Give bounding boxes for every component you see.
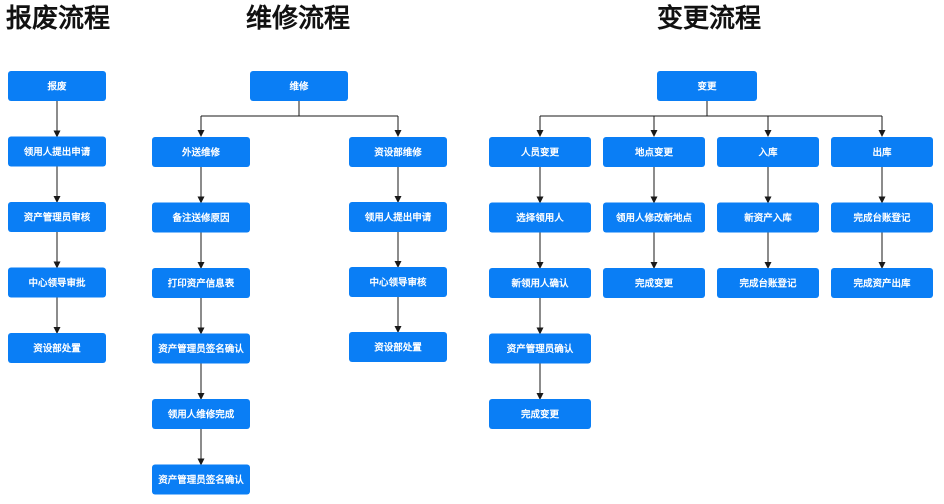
- change-person-step-1-label: 选择领用人: [516, 212, 564, 224]
- change-person-step-2: 新领用人确认: [489, 268, 591, 298]
- repair-outsource-step-2-label: 打印资产信息表: [168, 278, 235, 290]
- change-location-step-0: 地点变更: [603, 137, 705, 167]
- change-outbound-step-0-label: 出库: [872, 147, 892, 159]
- repair-root-label: 维修: [289, 81, 309, 93]
- change-root-label: 变更: [697, 81, 717, 93]
- repair-outsource-step-2: 打印资产信息表: [152, 268, 250, 298]
- repair-outsource-step-4: 领用人维修完成: [152, 399, 250, 429]
- repair-outsource-step-0: 外送维修: [152, 137, 250, 167]
- change-location-step-0-label: 地点变更: [635, 147, 674, 159]
- repair-outsource-step-3: 资产管理员签名确认: [152, 333, 250, 364]
- change-inbound-step-2: 完成台账登记: [717, 268, 819, 298]
- scrap-step-1: 领用人提出申请: [8, 136, 106, 167]
- connectors: [53, 101, 886, 466]
- change-person-step-3-box: [489, 333, 591, 364]
- change-outbound-step-1: 完成台账登记: [831, 202, 933, 233]
- scrap-step-1-label: 领用人提出申请: [24, 146, 91, 158]
- repair-outsource-step-2-box: [152, 268, 250, 298]
- change-person-step-3-label: 资产管理员确认: [507, 343, 574, 355]
- change-outbound-step-1-box: [831, 202, 933, 233]
- scrap-step-4-label: 资设部处置: [33, 343, 81, 355]
- change-person-step-4-label: 完成变更: [521, 409, 560, 421]
- scrap-step-0: 报废: [8, 71, 106, 101]
- change-person-step-1: 选择领用人: [489, 202, 591, 233]
- repair-root: 维修: [250, 71, 348, 101]
- change-location-step-2-label: 完成变更: [635, 278, 674, 290]
- repair-internal-step-1-label: 领用人提出申请: [365, 212, 432, 224]
- nodes: 报废领用人提出申请资产管理员审核中心领导审批资设部处置维修外送维修备注送修原因打…: [8, 71, 933, 495]
- repair-internal-step-1-box: [349, 202, 447, 232]
- repair-outsource-step-0-box: [152, 137, 250, 167]
- repair-outsource-step-4-label: 领用人维修完成: [168, 409, 235, 421]
- change-outbound-step-0-box: [831, 137, 933, 167]
- scrap-step-0-label: 报废: [47, 81, 67, 93]
- scrap-step-0-box: [8, 71, 106, 101]
- change-root: 变更: [657, 71, 757, 101]
- scrap-step-3-box: [8, 267, 106, 298]
- scrap-step-1-box: [8, 136, 106, 167]
- repair-outsource-step-1-label: 备注送修原因: [171, 212, 229, 224]
- repair-outsource-step-1-box: [152, 202, 250, 233]
- change-location-step-1-label: 领用人修改新地点: [616, 212, 693, 224]
- scrap-step-2-box: [8, 202, 106, 232]
- change-inbound-step-2-label: 完成台账登记: [739, 278, 797, 290]
- change-location-step-1-box: [603, 202, 705, 233]
- repair-outsource-step-3-box: [152, 333, 250, 364]
- repair-outsource-step-5-label: 资产管理员签名确认: [158, 474, 244, 486]
- repair-internal-step-3-label: 资设部处置: [374, 342, 422, 354]
- change-location-step-0-box: [603, 137, 705, 167]
- change-inbound-step-0: 入库: [717, 137, 819, 167]
- repair-outsource-step-0-label: 外送维修: [181, 147, 221, 159]
- change-person-step-2-box: [489, 268, 591, 298]
- change-inbound-step-2-box: [717, 268, 819, 298]
- change-person-step-0: 人员变更: [489, 137, 591, 167]
- change-outbound-step-0: 出库: [831, 137, 933, 167]
- repair-root-box: [250, 71, 348, 101]
- repair-internal-step-2-label: 中心领导审核: [369, 277, 427, 289]
- change-person-step-0-box: [489, 137, 591, 167]
- change-person-step-1-box: [489, 202, 591, 233]
- change-person-step-4-box: [489, 399, 591, 429]
- scrap-step-2: 资产管理员审核: [8, 202, 106, 232]
- repair-outsource-step-3-label: 资产管理员签名确认: [158, 343, 244, 355]
- change-location-step-2: 完成变更: [603, 268, 705, 298]
- change-outbound-step-1-label: 完成台账登记: [853, 212, 911, 224]
- change-inbound-step-0-box: [717, 137, 819, 167]
- change-outbound-step-2: 完成资产出库: [831, 268, 933, 298]
- scrap-step-4-box: [8, 333, 106, 363]
- change-outbound-step-2-label: 完成资产出库: [853, 278, 911, 290]
- repair-outsource-step-1: 备注送修原因: [152, 202, 250, 233]
- repair-outsource-step-5-box: [152, 464, 250, 495]
- repair-internal-step-2-box: [349, 267, 447, 297]
- repair-internal-step-3: 资设部处置: [349, 332, 447, 362]
- change-location-step-1: 领用人修改新地点: [603, 202, 705, 233]
- repair-internal-step-3-box: [349, 332, 447, 362]
- repair-outsource-step-5: 资产管理员签名确认: [152, 464, 250, 495]
- change-root-box: [657, 71, 757, 101]
- change-inbound-step-1-label: 新资产入库: [744, 212, 792, 224]
- repair-internal-step-2: 中心领导审核: [349, 267, 447, 297]
- change-inbound-step-1: 新资产入库: [717, 202, 819, 233]
- scrap-step-3-label: 中心领导审批: [28, 277, 86, 289]
- change-person-step-0-label: 人员变更: [521, 147, 560, 159]
- scrap-step-4: 资设部处置: [8, 333, 106, 363]
- repair-outsource-step-4-box: [152, 399, 250, 429]
- change-outbound-step-2-box: [831, 268, 933, 298]
- repair-internal-step-0-label: 资设部维修: [374, 147, 422, 159]
- scrap-step-2-label: 资产管理员审核: [24, 212, 91, 224]
- change-location-step-2-box: [603, 268, 705, 298]
- change-inbound-step-0-label: 入库: [757, 147, 778, 159]
- change-person-step-4: 完成变更: [489, 399, 591, 429]
- change-inbound-step-1-box: [717, 202, 819, 233]
- change-flow-title: 变更流程: [657, 4, 762, 34]
- repair-flow-title: 维修流程: [246, 4, 351, 34]
- scrap-flow-title: 报废流程: [6, 4, 111, 34]
- repair-internal-step-1: 领用人提出申请: [349, 202, 447, 232]
- change-person-step-3: 资产管理员确认: [489, 333, 591, 364]
- change-person-step-2-label: 新领用人确认: [511, 278, 569, 290]
- repair-internal-step-0-box: [349, 137, 447, 167]
- repair-internal-step-0: 资设部维修: [349, 137, 447, 167]
- scrap-step-3: 中心领导审批: [8, 267, 106, 298]
